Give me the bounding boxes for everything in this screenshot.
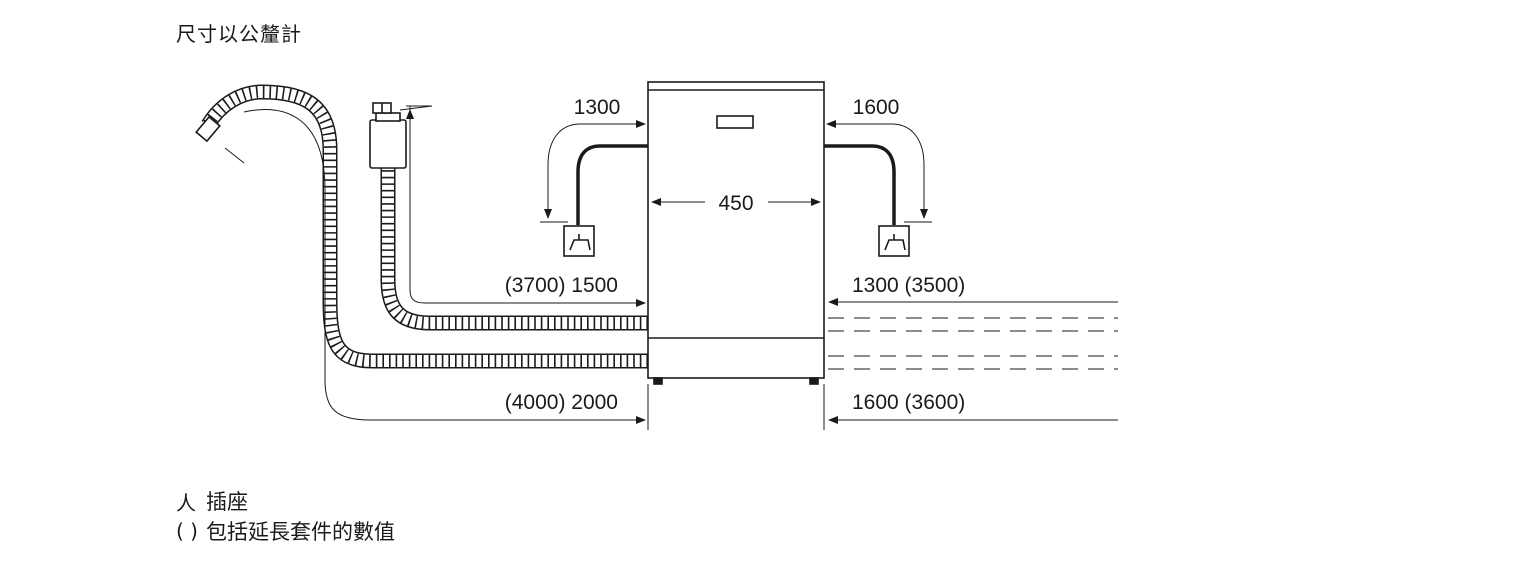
left-measure-lines	[224, 106, 825, 430]
right-upper-hose-length: 1300 (3500)	[852, 274, 965, 297]
legend-parentheses: ( ) 包括延長套件的數值	[176, 516, 395, 546]
width-label: 450	[718, 192, 753, 215]
inlet-hose	[380, 168, 648, 331]
right-cable-length: 1600	[853, 96, 900, 119]
legend-socket: ⼈ 插座	[176, 486, 248, 516]
drain-hose	[195, 84, 648, 369]
right-lower-hose-length: 1600 (3600)	[852, 391, 965, 414]
aquastop-valve	[369, 102, 433, 169]
socket-label: 插座	[206, 490, 248, 514]
right-measure-lines	[828, 298, 1118, 424]
diagram-title: 尺寸以公釐計	[176, 22, 302, 46]
left-upper-hose-length: (3700) 1500	[505, 274, 618, 297]
control-panel-display	[716, 115, 754, 129]
socket-left	[563, 225, 595, 257]
socket-symbol: ⼈	[176, 490, 196, 515]
left-lower-hose-length: (4000) 2000	[505, 391, 618, 414]
left-cable-length: 1300	[574, 96, 621, 119]
parentheses-symbol: ( )	[176, 519, 198, 543]
power-cords	[540, 120, 932, 225]
dishwasher-front	[647, 81, 825, 385]
parentheses-label: 包括延長套件的數值	[206, 520, 395, 544]
socket-right	[878, 225, 910, 257]
